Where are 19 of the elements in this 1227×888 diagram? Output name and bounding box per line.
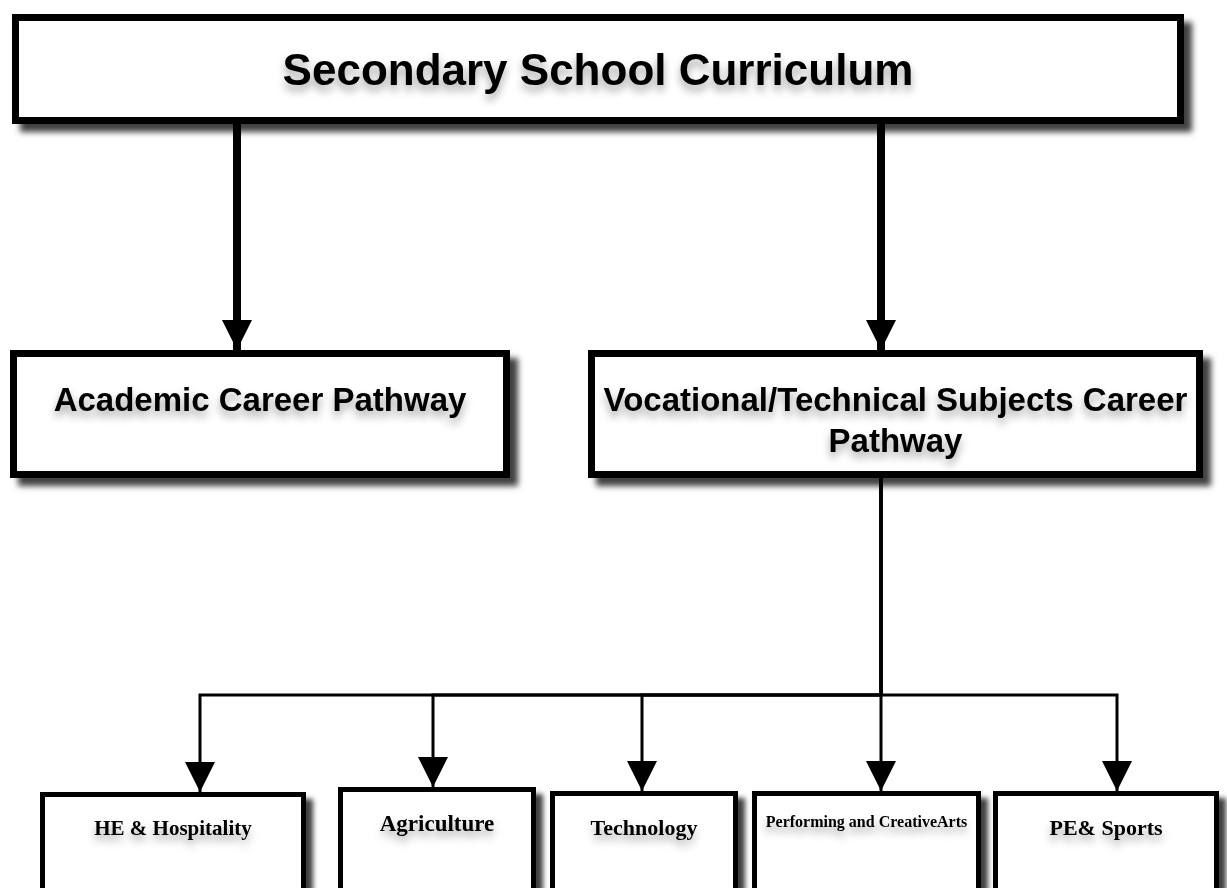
box [993, 791, 1219, 888]
node-label: Technology [589, 814, 699, 842]
arrow [221, 124, 253, 350]
node-label: Performing and CreativeArts [764, 812, 969, 832]
box [752, 791, 981, 888]
box [10, 350, 510, 478]
node-label: Academic Career Pathway [52, 380, 468, 420]
node-label: Secondary School Curriculum [281, 43, 915, 96]
box [550, 791, 738, 888]
arrow [865, 124, 897, 350]
arrow [879, 478, 1132, 791]
node-label: PE& Sports [1048, 814, 1164, 842]
box [588, 350, 1203, 478]
box [40, 792, 306, 888]
node-label: Vocational/Technical Subjects Career Pathway [602, 380, 1189, 462]
box [338, 787, 536, 888]
node-label: Agriculture [378, 810, 496, 838]
box [12, 14, 1184, 124]
node-label: HE & Hospitality [93, 815, 253, 842]
